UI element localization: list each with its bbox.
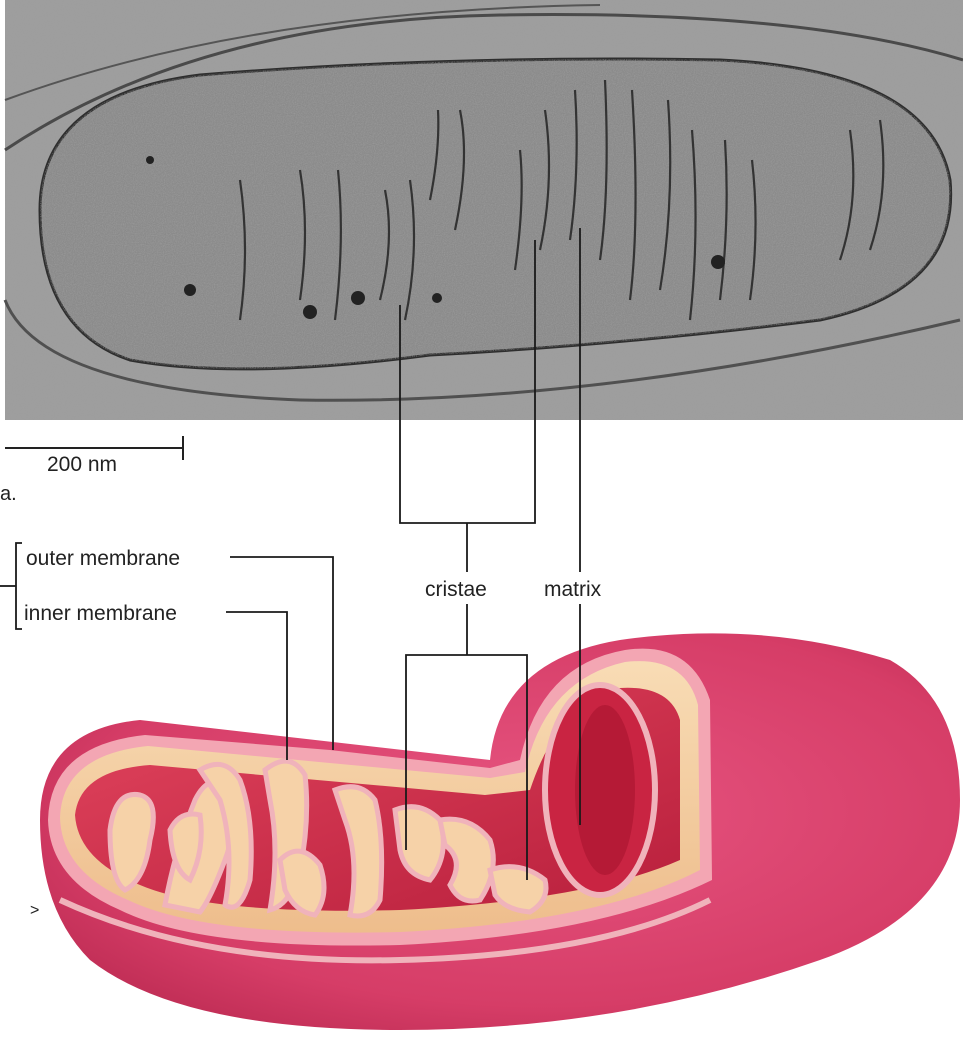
label-matrix: matrix bbox=[544, 578, 602, 601]
electron-micrograph bbox=[5, 0, 963, 420]
panel-letter: a. bbox=[0, 483, 17, 505]
edge-mark: > bbox=[30, 902, 39, 919]
label-inner-membrane: inner membrane bbox=[24, 602, 177, 625]
scale-bar-label: 200 nm bbox=[47, 453, 117, 476]
mitochondrion-illustration bbox=[40, 633, 960, 1030]
label-cristae: cristae bbox=[425, 578, 487, 601]
label-outer-membrane: outer membrane bbox=[26, 547, 180, 570]
